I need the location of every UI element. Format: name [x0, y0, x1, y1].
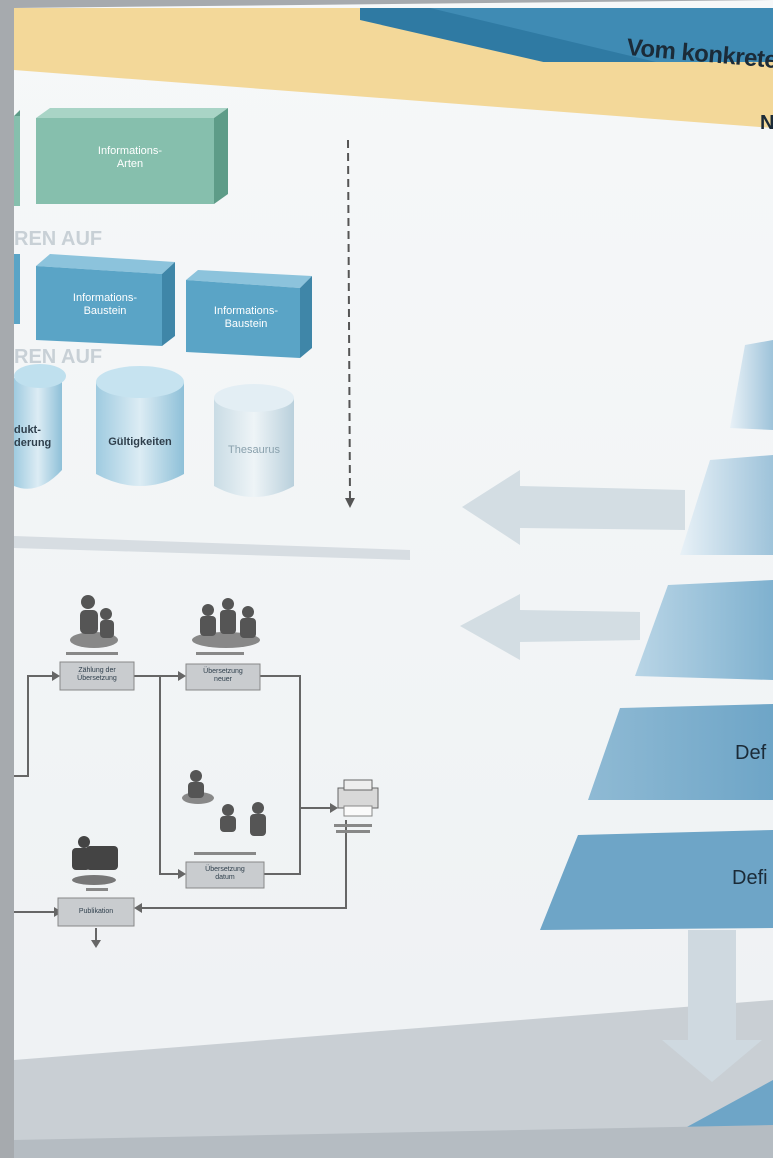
workflow-node-publikation	[57, 897, 135, 927]
pyramid-level-5	[540, 830, 773, 930]
person-computer-icon	[72, 836, 118, 885]
bottom-band	[14, 1000, 773, 1158]
pyramid-label-4: Def	[735, 742, 767, 764]
header-subtitle: N	[760, 112, 773, 134]
pyramid-label-5: Defi	[732, 867, 768, 889]
divider-text-1: REN AUF	[14, 228, 103, 250]
info-arten-box	[36, 118, 214, 204]
pyramid-level-1	[730, 340, 773, 430]
pyramid-level-4	[588, 704, 773, 800]
workflow-label-zaehlung: Zählung der Übersetzung	[77, 667, 117, 683]
info-baustein-label-2: Informations- Baustein	[213, 305, 279, 330]
dashed-arrow	[347, 139, 351, 501]
info-arten-label: Informations- Arten	[97, 145, 163, 170]
section-divider	[14, 536, 410, 560]
workflow-label-publikation: Publikation	[78, 908, 114, 915]
cylinder-label-thesaurus: Thesaurus	[228, 444, 280, 456]
workflow-node-uebersetzung-neuer	[185, 663, 261, 691]
cylinder-gueltigkeiten	[96, 382, 184, 486]
pyramid-level-3	[635, 580, 773, 680]
info-baustein-box-2	[186, 280, 300, 358]
pyramid-level-2	[680, 455, 773, 555]
info-arten-box-top	[36, 108, 228, 118]
cylinder-produkt	[14, 378, 62, 489]
down-arrow	[662, 930, 762, 1082]
people-icon-1	[70, 595, 118, 648]
left-arrow-2	[460, 594, 640, 660]
workflow-node-uebersetzung-datum	[185, 861, 265, 889]
info-baustein-label-1: Informations- Baustein	[72, 292, 138, 317]
cylinder-thesaurus	[214, 398, 294, 497]
people-icon-2	[192, 598, 260, 648]
workflow-label-uebersetzung-neuer: Übersetzung neuer	[203, 668, 243, 684]
printer-icon	[337, 779, 379, 817]
info-baustein-box-1	[36, 266, 162, 346]
cylinder-label-produkt: dukt- derung	[14, 424, 52, 449]
workflow-connectors	[14, 675, 347, 944]
divider-text-2: REN AUF	[14, 346, 103, 368]
cylinder-label-gueltigkeiten: Gültigkeiten	[108, 436, 172, 448]
left-arrow-1	[462, 470, 685, 545]
workflow-node-zaehlung	[59, 661, 135, 691]
people-icon-3	[182, 770, 266, 836]
workflow-label-uebersetzung-datum: Übersetzung datum	[205, 866, 245, 882]
